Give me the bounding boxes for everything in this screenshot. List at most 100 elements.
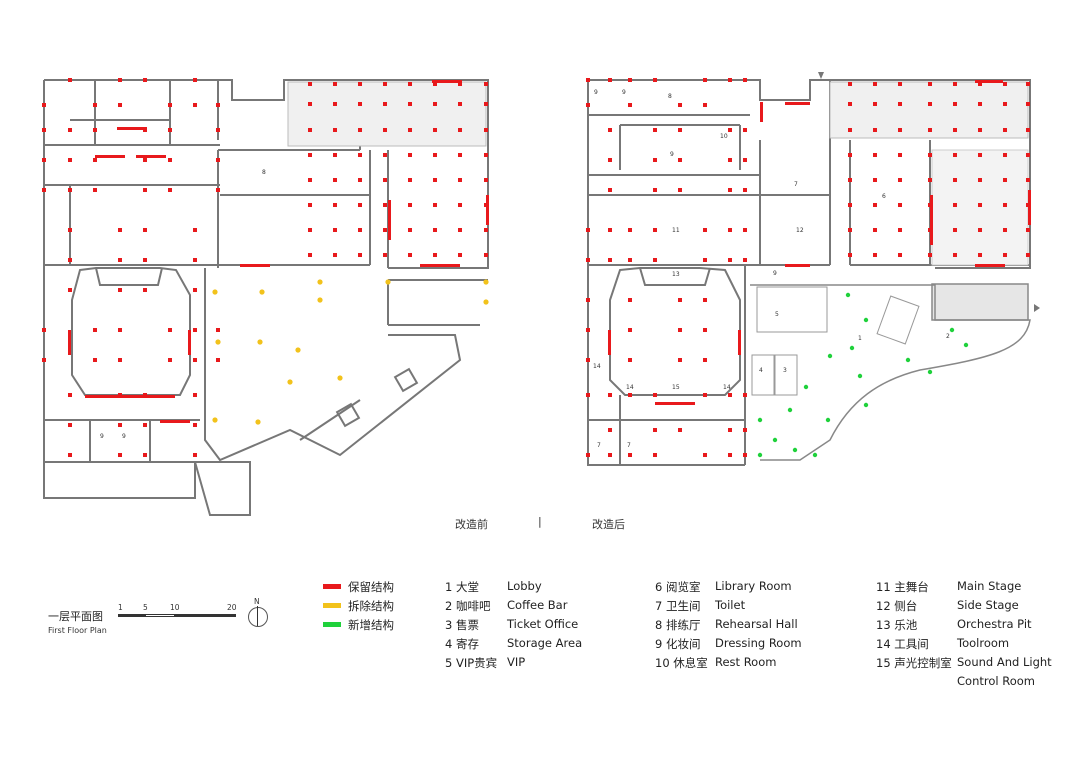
legend-label-retained: 保留结构 [348, 580, 394, 594]
retained-column [408, 102, 412, 106]
caption-after: 改造后 [592, 518, 625, 531]
demolished-column [317, 279, 323, 285]
demolished-column [255, 419, 261, 425]
retained-column [586, 393, 590, 397]
retained-column [458, 102, 462, 106]
retained-column [743, 128, 747, 132]
retained-column [216, 128, 220, 132]
retained-column [383, 82, 387, 86]
new-column [827, 353, 833, 359]
retained-column [333, 128, 337, 132]
retained-column [433, 178, 437, 182]
room-name: Toolroom [957, 636, 1010, 650]
retained-column [628, 298, 632, 302]
retained-column [653, 128, 657, 132]
retained-column [608, 393, 612, 397]
new-column [863, 317, 869, 323]
retained-column [898, 128, 902, 132]
retained-column [216, 103, 220, 107]
retained-wall [188, 330, 191, 355]
retained-column [848, 253, 852, 257]
retained-column [1003, 253, 1007, 257]
retained-column [383, 203, 387, 207]
plan-room-label: 15 [672, 384, 680, 391]
retained-column [118, 453, 122, 457]
retained-column [628, 228, 632, 232]
retained-column [433, 253, 437, 257]
retained-column [873, 82, 877, 86]
retained-column [703, 103, 707, 107]
retained-wall [240, 264, 270, 267]
new-column [787, 407, 793, 413]
room-number: 1 大堂 [445, 580, 479, 594]
new-column [963, 342, 969, 348]
room-number: 2 咖啡吧 [445, 599, 491, 613]
plan-room-label: 7 [627, 442, 631, 449]
retained-column [728, 258, 732, 262]
retained-column [216, 158, 220, 162]
retained-column [978, 228, 982, 232]
retained-column [408, 203, 412, 207]
retained-column [898, 82, 902, 86]
retained-column [728, 78, 732, 82]
retained-column [383, 178, 387, 182]
retained-column [743, 258, 747, 262]
retained-wall [975, 264, 1005, 267]
legend-swatch-new [323, 622, 341, 627]
room-name: Toilet [715, 598, 746, 612]
retained-wall [760, 102, 763, 122]
retained-column [68, 158, 72, 162]
plan-before-demolished [212, 279, 489, 425]
retained-column [653, 258, 657, 262]
retained-wall [930, 195, 933, 245]
retained-column [608, 453, 612, 457]
new-column [927, 369, 933, 375]
retained-column [953, 82, 957, 86]
room-number: 6 阅览室 [655, 580, 701, 594]
retained-column [68, 258, 72, 262]
plan-room-label: 1 [858, 335, 862, 342]
retained-column [978, 153, 982, 157]
room-name: Ticket Office [507, 617, 579, 631]
retained-column [143, 288, 147, 292]
retained-column [898, 253, 902, 257]
caption-divider: | [538, 515, 542, 528]
retained-column [308, 203, 312, 207]
retained-column [848, 102, 852, 106]
new-column [825, 417, 831, 423]
retained-column [143, 188, 147, 192]
retained-column [628, 78, 632, 82]
room-name: Sound And Light [957, 655, 1052, 669]
retained-column [68, 128, 72, 132]
retained-column [1003, 203, 1007, 207]
plan-room-label: 7 [794, 181, 798, 188]
plan-room-label: 14 [593, 363, 601, 370]
retained-wall [117, 127, 147, 130]
retained-column [193, 393, 197, 397]
room-number: 8 排练厅 [655, 618, 701, 632]
retained-column [743, 453, 747, 457]
retained-column [628, 358, 632, 362]
retained-column [458, 153, 462, 157]
retained-column [193, 78, 197, 82]
retained-column [978, 253, 982, 257]
plan-room-label: 6 [882, 193, 886, 200]
retained-column [484, 178, 488, 182]
retained-column [653, 78, 657, 82]
retained-column [484, 228, 488, 232]
retained-column [42, 128, 46, 132]
retained-column [728, 158, 732, 162]
plan-room-label: 7 [597, 442, 601, 449]
room-number: 10 休息室 [655, 656, 708, 670]
retained-column [586, 103, 590, 107]
retained-column [93, 358, 97, 362]
retained-column [678, 328, 682, 332]
demolished-column [257, 339, 263, 345]
retained-column [1003, 82, 1007, 86]
room-name: Coffee Bar [507, 598, 568, 612]
retained-column [653, 428, 657, 432]
plan-before-retained [42, 78, 489, 457]
retained-wall [136, 155, 166, 158]
